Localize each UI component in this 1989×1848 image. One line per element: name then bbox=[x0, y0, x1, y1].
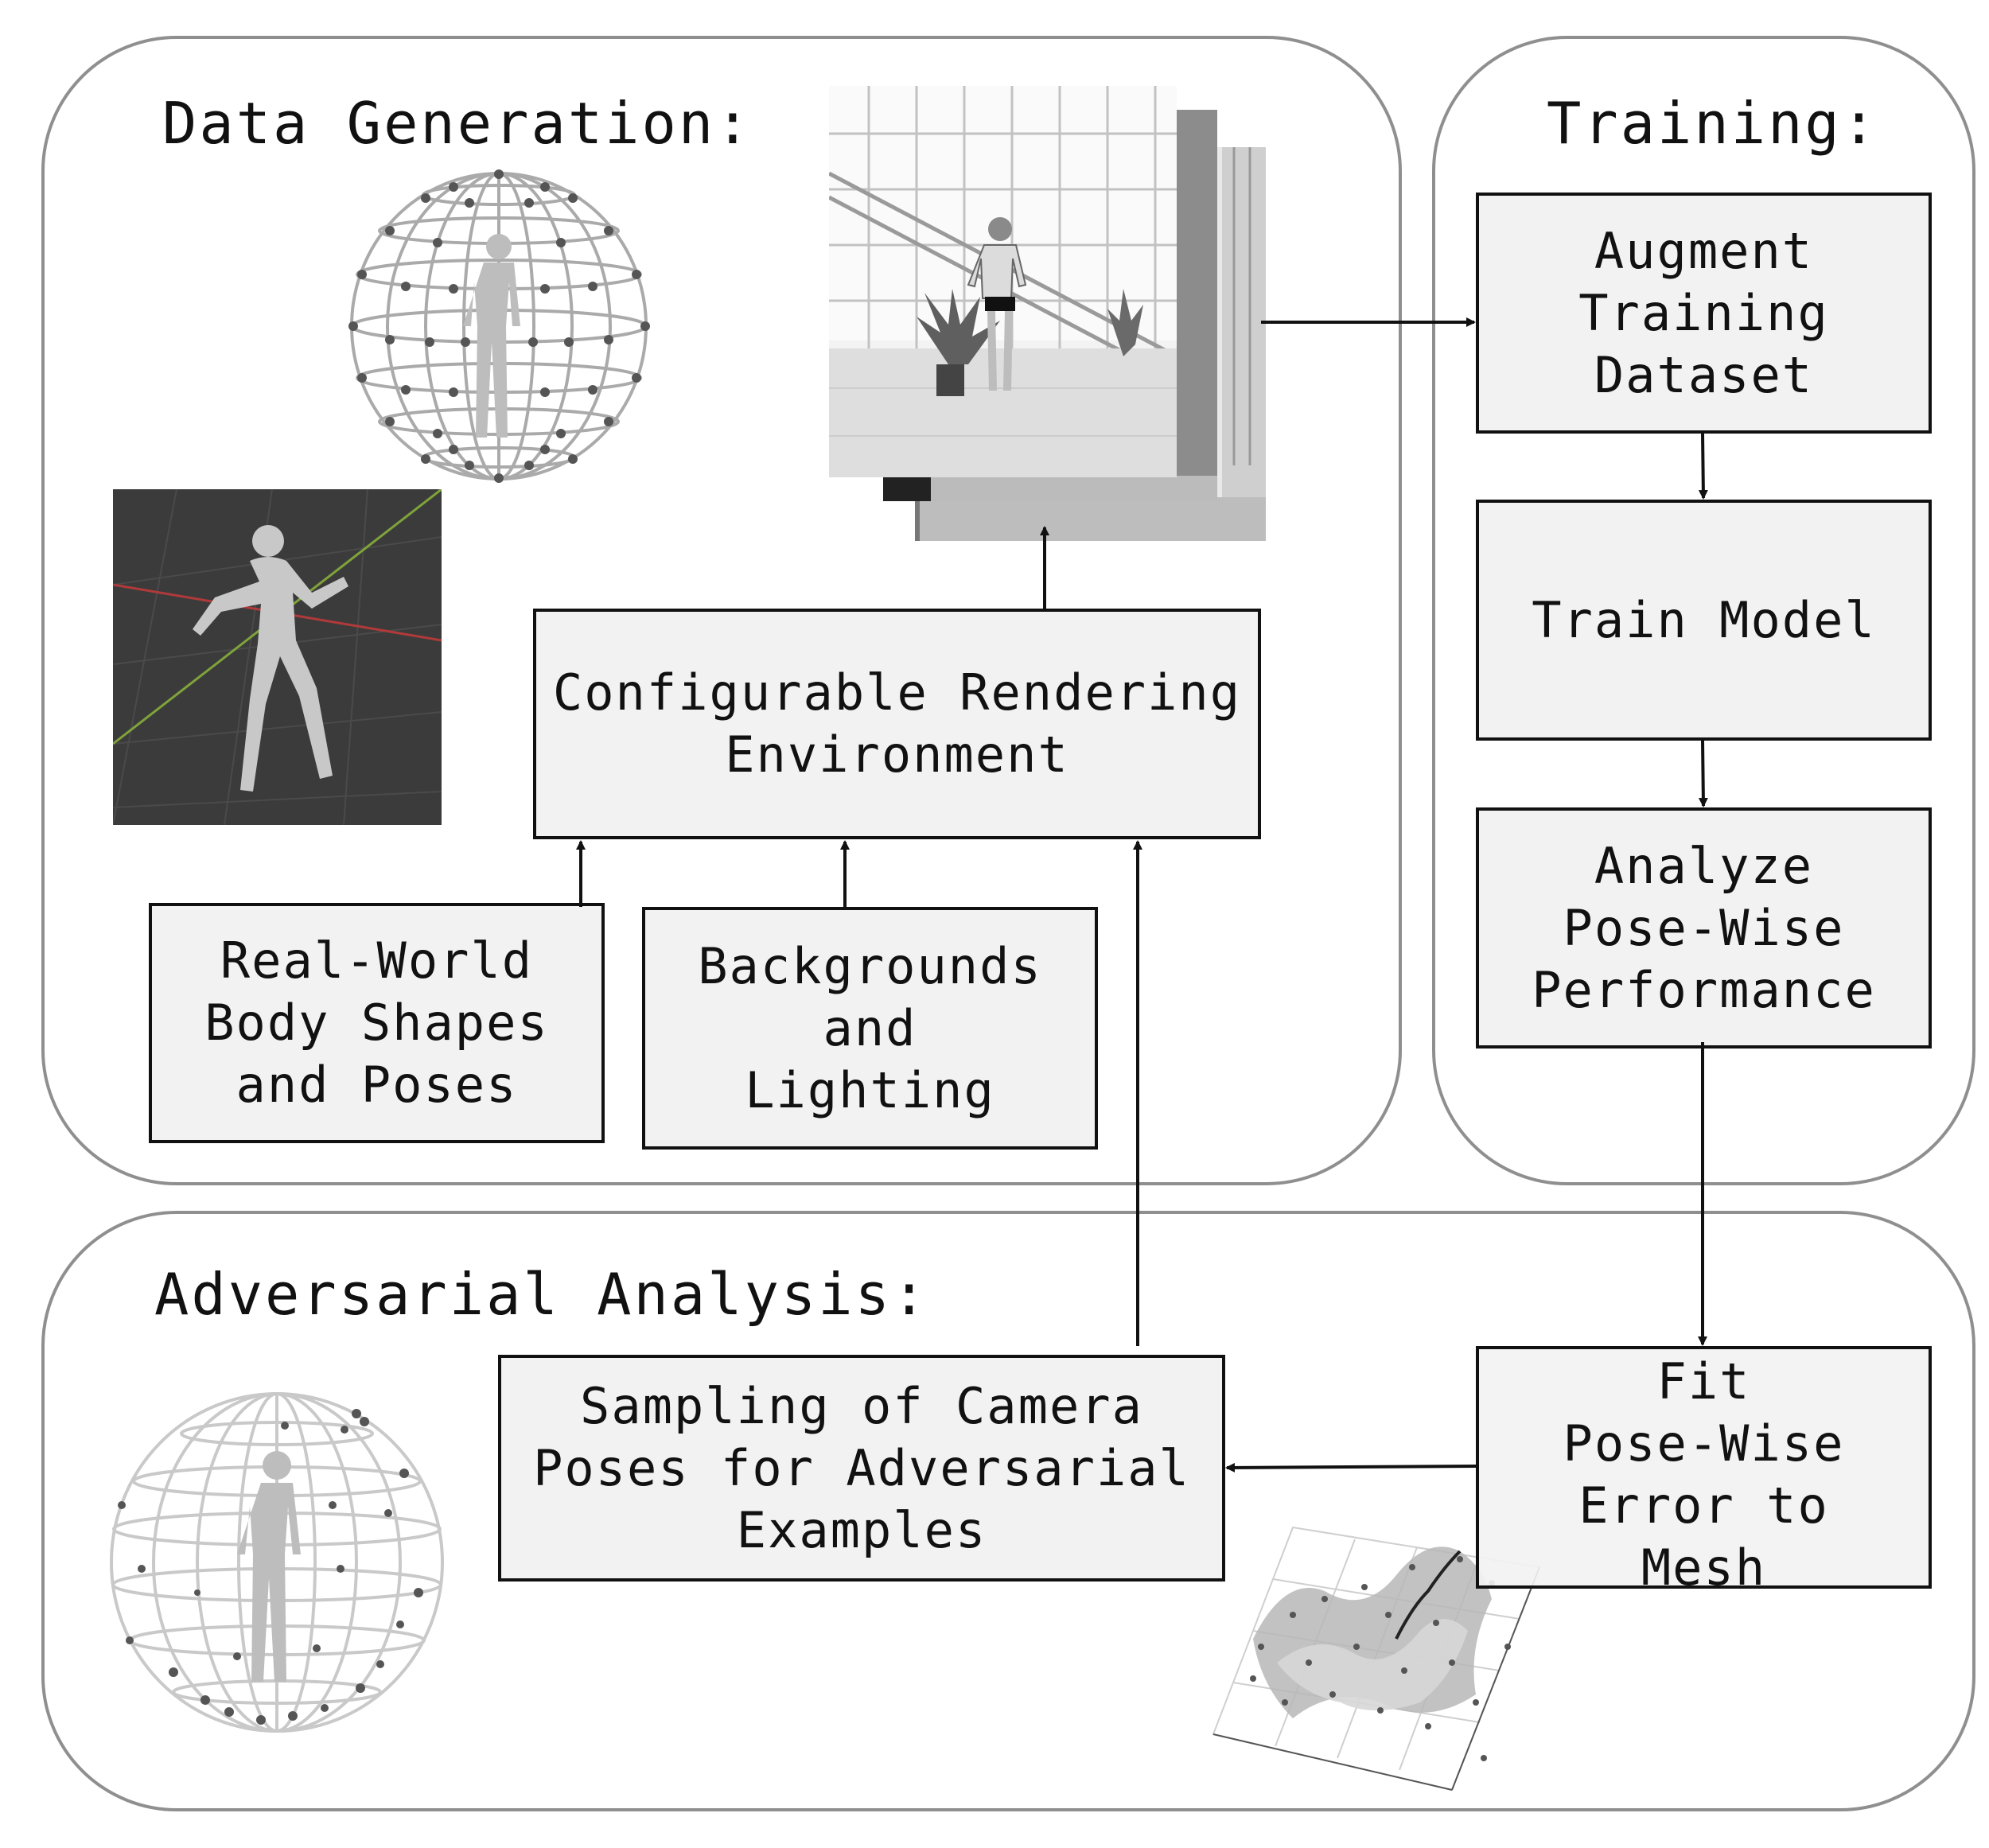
sampling-line-1: Sampling of Camera bbox=[580, 1376, 1143, 1435]
backgrounds-line-2: and bbox=[823, 998, 917, 1057]
body-shapes-line-2: Body Shapes bbox=[204, 994, 549, 1052]
rendering-line-1: Configurable Rendering bbox=[552, 663, 1242, 722]
fit-line-3: Error to bbox=[1578, 1476, 1829, 1535]
backgrounds-lighting-box: Backgrounds and Lighting bbox=[642, 907, 1098, 1150]
adversarial-sphere-image bbox=[102, 1386, 452, 1740]
augment-line-1: Augment bbox=[1594, 221, 1814, 280]
training-title: Training: bbox=[1547, 90, 1879, 157]
human-figure-icon bbox=[237, 1451, 301, 1682]
camera-pose-sphere-image bbox=[342, 163, 656, 489]
sampling-line-2: Poses for Adversarial bbox=[533, 1438, 1190, 1497]
posed-body-icon bbox=[193, 525, 348, 792]
analyze-performance-box: Analyze Pose-Wise Performance bbox=[1476, 807, 1932, 1048]
body-shapes-box: Real-World Body Shapes and Poses bbox=[149, 903, 605, 1143]
blender-viewport-image bbox=[113, 489, 442, 825]
camera-sphere-icon bbox=[348, 169, 650, 483]
sampling-line-3: Examples bbox=[736, 1500, 987, 1559]
rendered-scene-icon bbox=[829, 86, 1177, 477]
body-shapes-line-3: and Poses bbox=[235, 1056, 518, 1114]
data-generation-title: Data Generation: bbox=[162, 90, 753, 157]
body-shapes-line-1: Real-World bbox=[220, 932, 534, 990]
analyze-line-1: Analyze bbox=[1594, 836, 1814, 895]
adversarial-camera-sphere-icon bbox=[110, 1392, 444, 1733]
rendered-image-front bbox=[829, 86, 1177, 477]
rendered-person-icon bbox=[967, 217, 1027, 391]
fit-line-4: Mesh bbox=[1641, 1539, 1767, 1597]
fit-error-mesh-box: Fit Pose-Wise Error to Mesh bbox=[1476, 1346, 1932, 1597]
backgrounds-line-1: Backgrounds bbox=[698, 936, 1042, 995]
fit-line-2: Pose-Wise bbox=[1563, 1414, 1845, 1473]
augment-line-3: Dataset bbox=[1594, 345, 1814, 404]
rendering-environment-box: Configurable Rendering Environment bbox=[533, 609, 1261, 839]
backgrounds-line-3: Lighting bbox=[745, 1060, 995, 1119]
fit-line-1: Fit bbox=[1656, 1352, 1751, 1410]
3d-viewport-icon bbox=[113, 489, 442, 825]
train-line-1: Train Model bbox=[1532, 590, 1876, 649]
train-model-box: Train Model bbox=[1476, 500, 1932, 741]
sampling-camera-poses-box: Sampling of Camera Poses for Adversarial… bbox=[498, 1355, 1225, 1581]
human-figure-icon bbox=[463, 234, 520, 438]
adversarial-analysis-title: Adversarial Analysis: bbox=[154, 1261, 929, 1328]
analyze-line-2: Pose-Wise bbox=[1563, 898, 1845, 957]
analyze-line-3: Performance bbox=[1532, 960, 1876, 1019]
augment-line-2: Training bbox=[1578, 283, 1829, 342]
augment-dataset-box: Augment Training Dataset bbox=[1476, 193, 1932, 434]
rendering-line-2: Environment bbox=[725, 726, 1069, 784]
plant-icon bbox=[917, 289, 1000, 396]
